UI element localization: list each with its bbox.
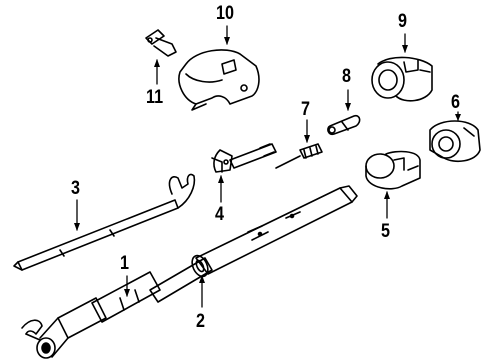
retainer-clip-drawing [327, 114, 361, 136]
callout-3: 3 [71, 178, 80, 199]
callout-6: 6 [451, 92, 460, 113]
lock-housing-drawing [178, 49, 260, 111]
yoke-drawing [211, 143, 277, 173]
key-switch-drawing [145, 29, 177, 57]
bearing-cup-drawing [365, 150, 421, 190]
callout-leaders [74, 25, 461, 308]
callout-4: 4 [215, 204, 224, 225]
callout-10: 10 [216, 3, 234, 24]
bearing-housing-drawing [429, 120, 481, 163]
switch-housing-drawing [371, 56, 433, 102]
callout-9: 9 [398, 11, 407, 32]
callout-2: 2 [196, 311, 205, 332]
callout-11: 11 [146, 87, 164, 108]
callout-1: 1 [120, 253, 129, 274]
lower-shaft-drawing [21, 257, 213, 359]
callout-8: 8 [342, 66, 351, 87]
upper-shaft-drawing [13, 173, 196, 271]
rod-drawing [275, 143, 323, 169]
column-jacket-drawing [191, 185, 358, 278]
callout-5: 5 [381, 221, 390, 242]
callout-7: 7 [301, 99, 310, 120]
